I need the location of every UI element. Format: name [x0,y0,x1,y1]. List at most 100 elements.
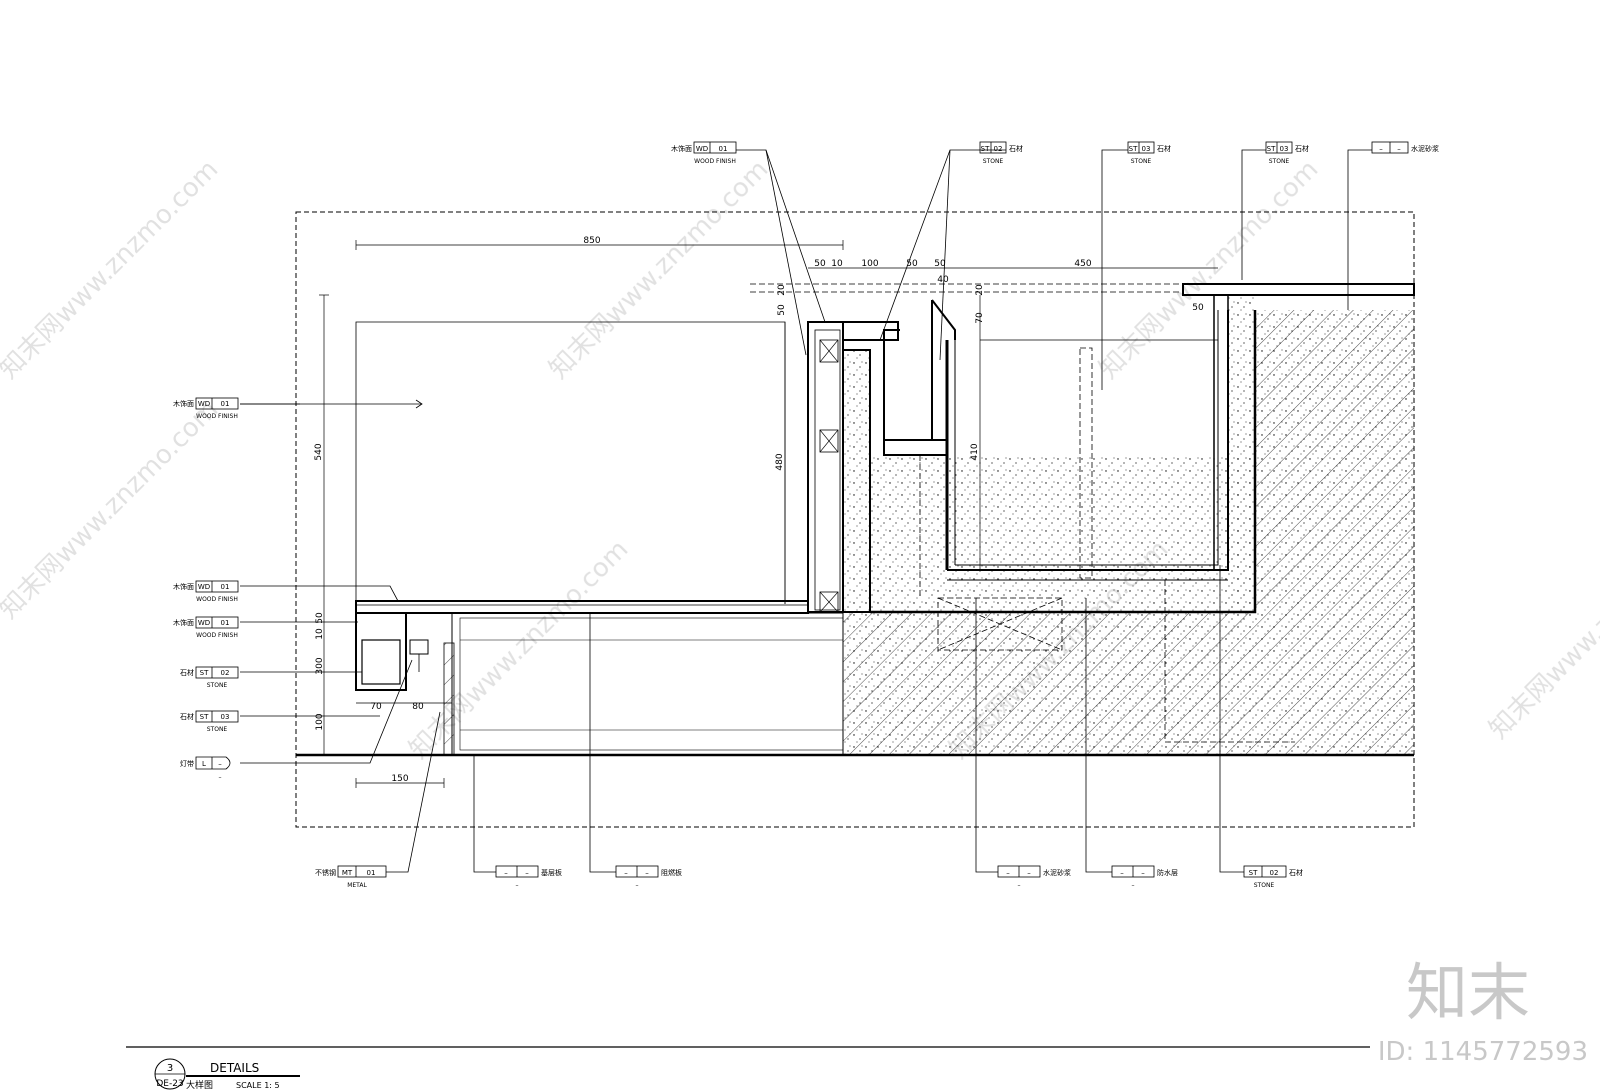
svg-text:STONE: STONE [1254,882,1275,889]
dimension-texts: 850 540 480 410 450 100 50 10 50 50 40 2… [314,236,1204,784]
sheet-ref: DE-23 [156,1079,183,1089]
svg-text:不锈钢: 不锈钢 [315,868,336,877]
dim-450: 450 [1074,259,1091,269]
dim-20a: 20 [777,284,787,296]
svg-text:石材: 石材 [180,668,194,677]
svg-text:木饰面: 木饰面 [173,582,194,591]
watermark-id: ID: 1145772593 [1378,1037,1588,1067]
svg-text:水泥砂浆: 水泥砂浆 [1043,868,1071,877]
dim-100: 100 [861,259,878,269]
dim-10b: 10 [315,628,325,640]
svg-text:知末网www.znzmo.com: 知末网www.znzmo.com [0,154,224,385]
svg-text:03: 03 [221,713,230,721]
svg-text:基层板: 基层板 [541,868,562,877]
dim-70a: 70 [975,312,985,324]
svg-text:石材: 石材 [1295,144,1309,153]
callouts-bottom: 不锈钢 MT 01 METAL – – 基层板 – – – 阻燃板 – – [315,865,1303,889]
svg-text:–: – [1379,145,1383,153]
callout-bottom-fire-board: – – 阻燃板 – [615,865,682,889]
leader-lines [240,149,1372,873]
svg-text:木饰面: 木饰面 [173,618,194,627]
detail-title: DETAILS [210,1061,259,1075]
callouts-left: 木饰面 WD 01 WOOD FINISH 木饰面 WD 01 WOOD FIN… [173,397,239,781]
svg-text:–: – [516,882,519,889]
callout-left-wood-1: 木饰面 WD 01 WOOD FINISH [173,397,239,420]
svg-text:STONE: STONE [1269,158,1290,165]
callout-top-mortar: – – 水泥砂浆 [1371,141,1439,154]
svg-text:01: 01 [221,400,230,408]
svg-text:阻燃板: 阻燃板 [661,868,682,877]
callout-bottom-mortar: – – 水泥砂浆 – [997,865,1071,889]
svg-text:防水层: 防水层 [1157,868,1178,877]
svg-text:L: L [202,760,206,768]
hidden-lines [750,283,1295,743]
svg-text:02: 02 [221,669,230,677]
dim-50a: 50 [814,259,826,269]
dim-40: 40 [937,275,949,285]
dim-50c: 50 [934,259,946,269]
svg-text:02: 02 [1270,869,1279,877]
dim-100b: 100 [315,713,325,730]
callout-left-wood-2: 木饰面 WD 01 WOOD FINISH [173,580,239,603]
dim-50e: 50 [1192,303,1204,313]
svg-text:STONE: STONE [983,158,1004,165]
dim-50b: 50 [906,259,918,269]
svg-text:–: – [218,760,222,768]
detail-scale: SCALE 1: 5 [236,1081,280,1090]
svg-text:STONE: STONE [207,682,228,689]
concrete-base [843,295,1414,755]
callout-left-wood-3: 木饰面 WD 01 WOOD FINISH [173,616,239,639]
dim-80: 80 [412,702,424,712]
svg-text:–: – [1141,869,1145,877]
dim-150: 150 [391,774,408,784]
svg-text:–: – [1018,882,1021,889]
svg-text:知末网www.znzmo.com: 知末网www.znzmo.com [544,154,775,385]
svg-text:知末网www.znzmo.com: 知末网www.znzmo.com [404,534,635,765]
svg-text:–: – [219,774,222,781]
callout-left-light: 灯带 L – – [180,756,231,781]
svg-text:–: – [1397,145,1401,153]
svg-text:WD: WD [198,583,210,591]
callout-left-stone-03: 石材 ST 03 STONE [180,710,239,733]
dim-20b: 20 [975,284,985,296]
svg-text:石材: 石材 [1009,144,1023,153]
svg-text:–: – [1120,869,1124,877]
wood-wall-panel [807,321,844,613]
callout-top-wood: 木饰面 WD 01 WOOD FINISH [671,141,737,165]
svg-text:03: 03 [1280,145,1289,153]
callout-top-stone-03a: ST 03 石材 STONE [1127,141,1171,165]
svg-text:木饰面: 木饰面 [173,399,194,408]
dim-70b: 70 [370,702,382,712]
svg-text:STONE: STONE [207,726,228,733]
detail-subtitle: 大样图 [186,1079,213,1090]
callout-bottom-base-board: – – 基层板 – [495,865,562,889]
callout-bottom-waterproof: – – 防水层 – [1111,865,1178,889]
svg-text:STONE: STONE [1131,158,1152,165]
planter-walls [842,283,1415,614]
svg-text:–: – [1006,869,1010,877]
dim-540: 540 [314,443,324,460]
dim-410: 410 [970,443,980,460]
svg-text:ST: ST [200,713,209,721]
svg-text:03: 03 [1142,145,1151,153]
callout-left-stone-02: 石材 ST 02 STONE [180,666,239,689]
svg-text:ST: ST [200,669,209,677]
dim-50f: 50 [315,612,325,624]
svg-text:石材: 石材 [180,712,194,721]
svg-text:01: 01 [221,583,230,591]
svg-text:–: – [1027,869,1031,877]
svg-text:WOOD FINISH: WOOD FINISH [694,158,736,165]
svg-text:木饰面: 木饰面 [671,144,692,153]
svg-text:石材: 石材 [1289,868,1303,877]
detail-number: 3 [167,1063,173,1074]
svg-text:–: – [624,869,628,877]
callouts-top: 木饰面 WD 01 WOOD FINISH ST 02 石材 STONE ST … [671,141,1439,165]
svg-text:ST: ST [1129,145,1138,153]
callout-top-stone-02: ST 02 石材 STONE [979,141,1023,165]
callout-bottom-stone-02: ST 02 石材 STONE [1243,865,1303,889]
svg-text:01: 01 [221,619,230,627]
callout-bottom-metal: 不锈钢 MT 01 METAL [315,865,387,889]
dim-480: 480 [775,453,785,470]
svg-text:–: – [525,869,529,877]
svg-text:01: 01 [367,869,376,877]
